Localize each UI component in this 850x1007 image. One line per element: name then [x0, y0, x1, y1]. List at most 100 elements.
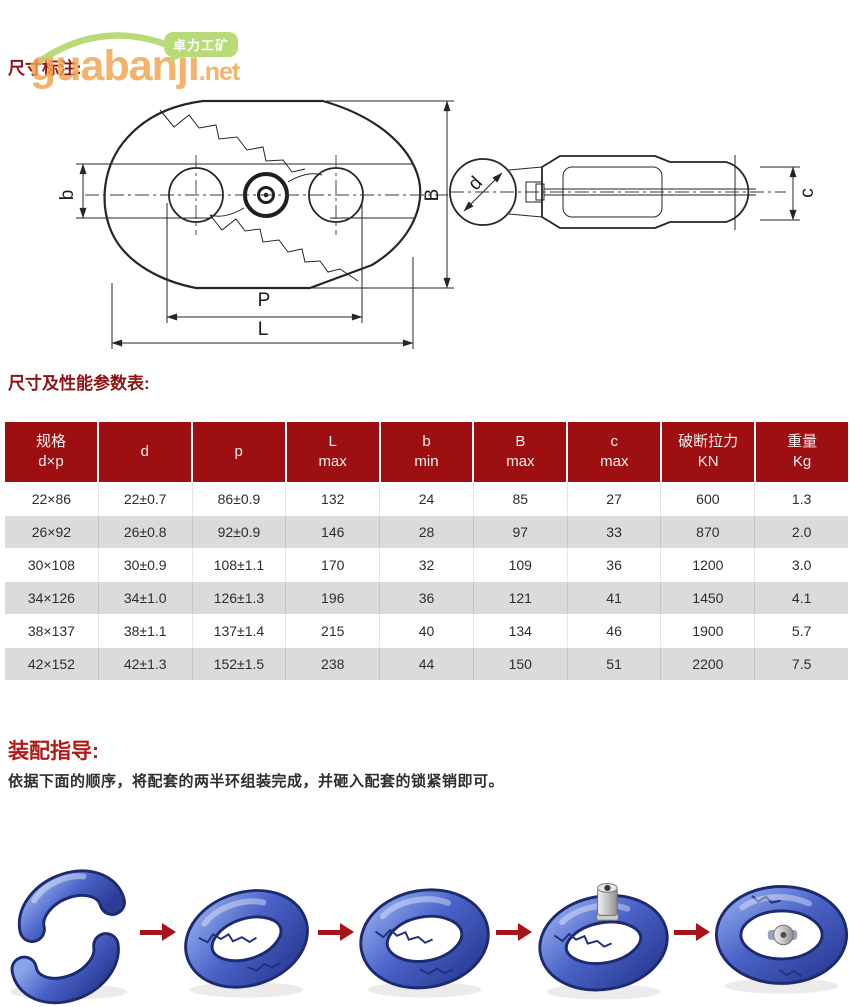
table-cell: 4.1	[791, 590, 812, 606]
table-cell: 40	[380, 615, 474, 647]
table-cell: 132	[286, 483, 381, 515]
table-cell: 1450	[661, 582, 756, 614]
table-cell: 5.7	[791, 623, 812, 639]
table-cell: 38±1.1	[99, 615, 193, 647]
table-cell: 24	[380, 483, 474, 515]
table-cell: 3.0	[791, 557, 812, 573]
table-cell: 170	[286, 549, 381, 581]
arrow-icon	[317, 923, 354, 941]
table-cell: 108±1.1	[193, 549, 287, 581]
table-cell: 38×137	[5, 615, 99, 647]
table-cell: 22×86	[5, 483, 99, 515]
side-view: d c	[449, 155, 818, 230]
table-cell: 196	[286, 582, 381, 614]
table-cell: 2.0	[791, 524, 812, 540]
dimension-label-P: P	[258, 290, 271, 311]
dimension-heading: 尺寸标注:	[8, 59, 82, 78]
table-cell: 1.3	[791, 491, 812, 507]
table-cell: 137±1.4	[193, 615, 287, 647]
table-cell: 51	[568, 648, 662, 680]
table-cell: 42×152	[5, 648, 99, 680]
table-cell: 1900	[661, 615, 756, 647]
locking-pin	[595, 883, 619, 921]
table-cell: 215	[286, 615, 381, 647]
table-cell: 146	[286, 516, 381, 548]
header-cell: d	[98, 422, 193, 482]
assembly-instruction: 依据下面的顺序，将配套的两半环组装完成，并砸入配套的锁紧销即可。	[8, 773, 505, 790]
table-cell: 870	[661, 516, 756, 548]
table-cell: 32	[380, 549, 474, 581]
table-cell: 152±1.5	[193, 648, 287, 680]
assembly-steps-strip	[0, 858, 850, 1006]
table-cell: 92±0.9	[193, 516, 287, 548]
table-cell: 26×92	[5, 516, 99, 548]
table-cell: 30±0.9	[99, 549, 193, 581]
table-cell: 7.5	[791, 656, 812, 672]
header-cell: p	[192, 422, 287, 482]
table-cell: 28	[380, 516, 474, 548]
assembly-photo-step-2	[184, 889, 310, 998]
arrow-icon	[139, 923, 176, 941]
assembly-photo-step-4	[538, 883, 669, 1000]
table-cell: 42±1.3	[99, 648, 193, 680]
assembly-photo-step-5	[714, 885, 849, 994]
logo-tld-text: .net	[198, 58, 240, 86]
assembly-photo-step-3	[359, 888, 491, 998]
locking-pin	[767, 924, 798, 946]
table-cell: 600	[661, 483, 756, 515]
dimension-label-L: L	[258, 319, 269, 340]
front-view: b B P L	[57, 99, 454, 349]
dimension-label-c: c	[797, 188, 818, 198]
table-cell: 97	[474, 516, 568, 548]
table-cell: 126±1.3	[193, 582, 287, 614]
table-cell: 238	[286, 648, 381, 680]
table-cell: 36	[568, 549, 662, 581]
table-cell: 30×108	[5, 549, 99, 581]
table-cell: 34×126	[5, 582, 99, 614]
spec-table-heading: 尺寸及性能参数表:	[8, 374, 150, 393]
table-cell: 121	[474, 582, 568, 614]
logo-arc-icon	[29, 32, 179, 70]
table-cell: 27	[568, 483, 662, 515]
table-cell: 22±0.7	[99, 483, 193, 515]
table-cell: 2200	[661, 648, 756, 680]
table-cell: 26±0.8	[99, 516, 193, 548]
table-cell: 46	[568, 615, 662, 647]
table-cell: 33	[568, 516, 662, 548]
table-cell: 36	[380, 582, 474, 614]
table-cell: 86±0.9	[193, 483, 287, 515]
table-cell: 41	[568, 582, 662, 614]
arrow-icon	[674, 923, 711, 941]
dimension-label-b: b	[57, 190, 78, 201]
logo-tagline-bubble: 卓力工矿	[164, 32, 239, 57]
table-cell: 150	[474, 648, 568, 680]
table-cell: 85	[474, 483, 568, 515]
table-cell: 34±1.0	[99, 582, 193, 614]
technical-drawing: b B P L d	[57, 99, 818, 349]
table-cell: 44	[380, 648, 474, 680]
table-cell: 134	[474, 615, 568, 647]
table-cell: 1200	[661, 549, 756, 581]
assembly-heading: 装配指导:	[8, 740, 99, 763]
table-cell: 109	[474, 549, 568, 581]
site-logo[interactable]: guabanji.net 卓力工矿	[26, 26, 296, 92]
arrow-icon	[496, 923, 533, 941]
assembly-photo-step-1	[9, 869, 128, 1005]
